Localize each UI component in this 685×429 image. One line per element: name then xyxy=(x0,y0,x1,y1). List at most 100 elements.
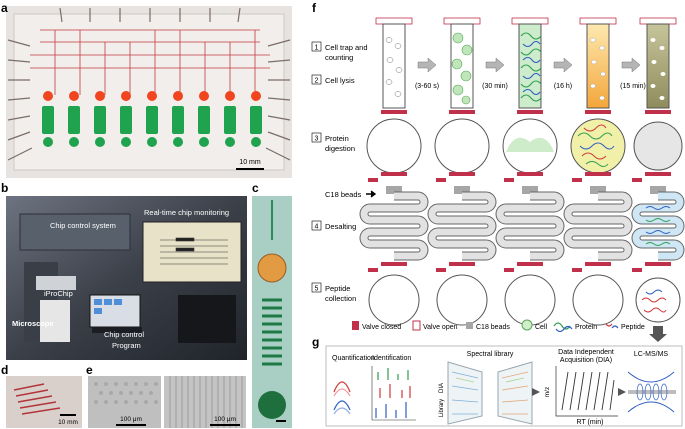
inlet-tubes xyxy=(7,7,291,161)
transition-arrow-4: (15 min) xyxy=(620,57,646,90)
label-mz: m/z xyxy=(544,387,551,397)
time-label-4: (15 min) xyxy=(620,83,646,90)
panel-g: g Quantification Identification DIA Libr… xyxy=(312,335,683,427)
step-5-number: 5 xyxy=(315,286,319,293)
device-column-1 xyxy=(359,17,429,326)
control-system-box xyxy=(19,213,131,251)
sem-right-ridges xyxy=(169,376,243,428)
transition-arrow-2: (30 min) xyxy=(482,57,508,90)
time-label-1: (3-60 s) xyxy=(415,83,439,90)
device-column-3 xyxy=(495,17,565,326)
label-dia-line2: Acquisition (DIA) xyxy=(560,357,612,364)
scale-label-d: 10 mm xyxy=(58,419,78,426)
label-quantification: Quantification xyxy=(332,355,375,362)
label-microscope: Microscope xyxy=(12,319,54,328)
panel-label-e: e xyxy=(86,363,93,377)
time-label-3: (16 h) xyxy=(554,83,572,90)
label-rt: RT (min) xyxy=(577,419,604,426)
panel-e: 100 μm 100 μm e xyxy=(86,363,246,428)
panel-label-f: f xyxy=(312,1,317,15)
scale-label-e-left: 100 μm xyxy=(120,416,142,423)
device-column-5 xyxy=(631,17,685,323)
identification-spectra xyxy=(371,366,416,421)
inlet-channel-c xyxy=(271,200,273,240)
device-column-4 xyxy=(563,17,633,326)
arrow-left-icon xyxy=(532,388,540,396)
label-realtime-monitoring: Real-time chip monitoring xyxy=(144,208,229,217)
legend-c18-swatch xyxy=(466,322,473,329)
desalting-serpentine-c xyxy=(262,298,282,366)
red-valve-row xyxy=(43,91,261,101)
label-chip-control: Chip control xyxy=(104,330,144,339)
c18-pointer-arrow-icon xyxy=(366,190,377,198)
scale-bar-e-left xyxy=(116,424,146,426)
scale-bar-e-right xyxy=(210,424,240,426)
transition-arrow-3: (16 h) xyxy=(553,57,573,90)
panel-a: 10 mm a xyxy=(1,1,292,178)
scale-label-a: 10 mm xyxy=(239,159,261,166)
monitor-chip-image xyxy=(160,237,228,265)
step-1-line1: Cell trap and xyxy=(325,43,368,52)
lcms-schematic xyxy=(627,371,676,413)
panel-label-b: b xyxy=(1,181,8,195)
panel-d: 10 mm d xyxy=(1,363,82,428)
legend-valve-closed: Valve closed xyxy=(362,324,401,331)
label-identification: Identification xyxy=(372,355,411,362)
quant-peaks xyxy=(333,381,351,415)
step-2-line1: Cell lysis xyxy=(325,76,355,85)
scale-bar-d xyxy=(60,414,76,416)
panel-label-g: g xyxy=(312,335,319,349)
legend-f: Valve closed Valve open C18 beads Cell P… xyxy=(352,319,645,333)
laptop-base xyxy=(92,327,142,333)
device-column-2 xyxy=(427,17,497,326)
down-arrow-icon xyxy=(649,326,667,342)
digestion-chamber-c xyxy=(257,253,287,283)
collection-chamber-c xyxy=(258,391,286,419)
label-spectral-library: Spectral library xyxy=(467,351,514,358)
sem-left-pillars xyxy=(94,382,158,404)
scale-label-e-right: 100 μm xyxy=(214,416,236,423)
step-3: 3 Protein digestion xyxy=(311,132,355,153)
microscope-column xyxy=(40,300,70,342)
legend-peptide: Peptide xyxy=(621,324,645,331)
legend-valve-open: Valve open xyxy=(423,324,458,331)
step-5-line2: collection xyxy=(325,294,356,303)
c18-beads-label: C18 beads xyxy=(325,190,362,199)
step-3-number: 3 xyxy=(315,136,319,143)
label-dia-vertical: DIA xyxy=(439,383,445,393)
transition-arrow-1: (3-60 s) xyxy=(415,57,439,90)
legend-cell: Cell xyxy=(535,324,548,331)
panel-label-d: d xyxy=(1,363,8,377)
panel-label-a: a xyxy=(1,1,8,15)
control-channels xyxy=(30,29,270,95)
arrow-left-icon-2 xyxy=(618,388,626,396)
step-3-line2: digestion xyxy=(325,144,355,153)
step-4-number: 4 xyxy=(315,224,319,231)
legend-protein: Protein xyxy=(575,324,597,331)
panel-b: Chip control system Real-time chip monit… xyxy=(1,181,247,360)
step-5-line1: Peptide xyxy=(325,284,350,293)
panel-label-c: c xyxy=(252,181,259,195)
step-3-line1: Protein xyxy=(325,134,349,143)
scale-bar-c xyxy=(276,420,286,422)
microscope-stage xyxy=(36,276,76,290)
step-2-number: 2 xyxy=(315,78,319,85)
step-1-number: 1 xyxy=(315,45,319,52)
label-chip-control-system: Chip control system xyxy=(50,221,116,230)
step-4-line1: Desalting xyxy=(325,222,356,231)
panel-c: c xyxy=(252,181,292,428)
legend-cell-swatch xyxy=(521,319,533,331)
panel-f: f 1 Cell trap and counting 2 Cell lysis … xyxy=(311,1,685,342)
dia-window-plot xyxy=(555,366,618,417)
lysing-cells xyxy=(451,32,473,105)
label-iprochip: iProChip xyxy=(44,289,73,298)
sem-right xyxy=(164,376,246,428)
green-reactor-units xyxy=(42,106,262,147)
label-library-vertical: Library xyxy=(439,399,445,417)
label-program: Program xyxy=(112,341,141,350)
time-label-2: (30 min) xyxy=(482,83,508,90)
legend-c18: C18 beads xyxy=(476,324,510,331)
step-5: 5 Peptide collection xyxy=(311,282,356,303)
